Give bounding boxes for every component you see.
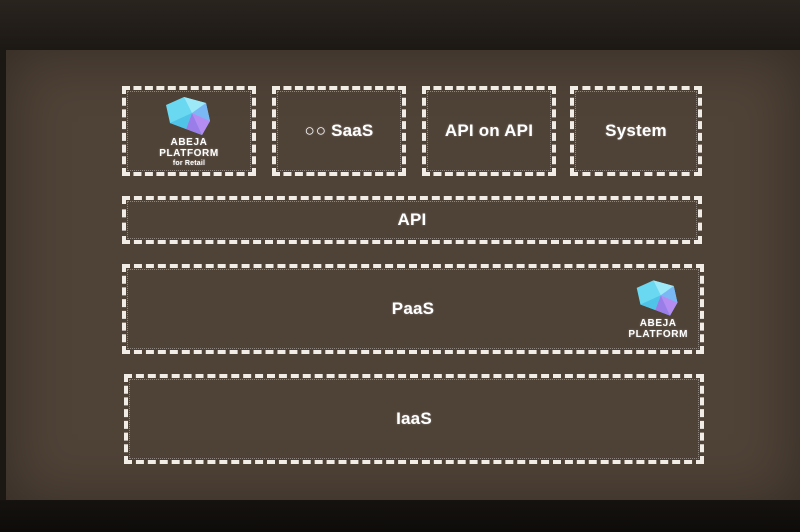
paas-logo-text-line2: PLATFORM: [628, 329, 688, 340]
saas-prefix: ○○: [304, 121, 328, 140]
api-on-api-box: API on API: [422, 86, 556, 176]
api-layer-label: API: [397, 210, 427, 229]
projection-screen: ABEJA PLATFORM for Retail ○○ SaaS API on…: [6, 50, 800, 506]
system-box: System: [570, 86, 702, 176]
api-layer-box: API: [122, 196, 702, 244]
saas-box: ○○ SaaS: [272, 86, 406, 176]
system-label: System: [605, 121, 667, 140]
paas-logo-text-line1: ABEJA: [639, 318, 677, 329]
api-on-api-label: API on API: [444, 121, 534, 140]
iaas-layer-box: IaaS: [124, 374, 704, 464]
logo-text-line1: ABEJA: [170, 136, 208, 148]
logo-text-line3: for Retail: [172, 159, 206, 167]
logo-text-line2: PLATFORM: [159, 147, 219, 159]
abeja-logo-icon: [165, 96, 210, 135]
paas-layer-box: PaaS ABEJA PLATFORM: [122, 264, 704, 354]
paas-layer-label: PaaS: [391, 299, 435, 318]
saas-label: SaaS: [331, 121, 374, 140]
room-floor: [0, 500, 800, 532]
iaas-layer-label: IaaS: [396, 409, 432, 428]
abeja-platform-logo: ABEJA PLATFORM: [628, 278, 688, 340]
room-ceiling: [0, 0, 800, 50]
abeja-logo-icon: [636, 280, 678, 316]
abeja-platform-retail-box: ABEJA PLATFORM for Retail: [122, 86, 256, 176]
abeja-platform-retail-logo: ABEJA PLATFORM for Retail: [159, 95, 219, 168]
